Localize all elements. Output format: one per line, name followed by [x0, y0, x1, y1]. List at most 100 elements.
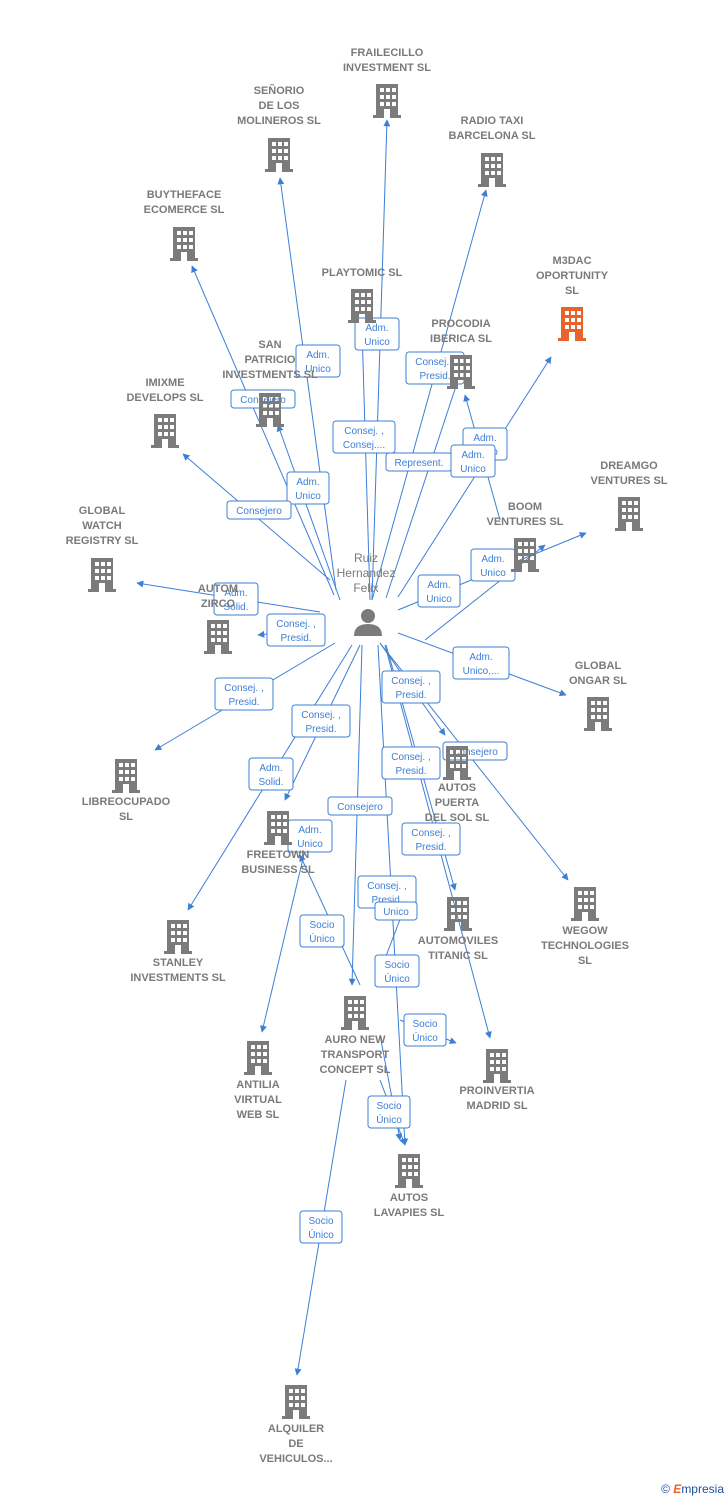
- company-node-playtomic[interactable]: PLAYTOMIC SL: [322, 267, 403, 323]
- edge-label-box: [226, 500, 292, 520]
- edge-label-e25[interactable]: Consej. , Presid.: [357, 875, 417, 909]
- edge-label-e9[interactable]: Adm.Unico: [450, 444, 496, 478]
- building-icon: [264, 811, 292, 845]
- edge-label-e7[interactable]: Represent.: [385, 452, 453, 472]
- edge-label-box: [266, 613, 326, 647]
- edge-label-e5[interactable]: Adm.Unico: [286, 471, 330, 505]
- edge-label-text: Consej. ,: [276, 619, 315, 630]
- building-icon: [88, 558, 116, 592]
- edge-label-e12[interactable]: Adm.Unico: [417, 574, 461, 608]
- edge-label-e11[interactable]: Adm.Unico: [470, 548, 516, 582]
- edge-label-e15[interactable]: Adm.Unico,...: [452, 646, 510, 680]
- edge-label-text: Socio: [376, 1101, 401, 1112]
- edge-label-e3[interactable]: Consej. ,Presid.: [405, 351, 465, 385]
- building-icon: [395, 1154, 423, 1188]
- company-label: BARCELONA SL: [449, 130, 536, 142]
- edge-label-e16[interactable]: Consej. ,Presid.: [214, 677, 274, 711]
- company-label: AUTOM: [198, 583, 238, 595]
- edge-label-e14[interactable]: Consej. ,Presid.: [266, 613, 326, 647]
- company-label: LIBREOCUPADO: [82, 796, 171, 808]
- company-label: PROCODIA: [431, 318, 490, 330]
- company-label: SL: [578, 955, 592, 967]
- edge-label-text: Solid.: [258, 777, 283, 788]
- edge-label-text: Solid.: [223, 602, 248, 613]
- edge-label-text: Presid.: [419, 371, 450, 382]
- edge-label-e10[interactable]: Consejero: [226, 500, 292, 520]
- edge-label-e2[interactable]: Adm.Unico: [295, 344, 341, 378]
- edge-label-e19[interactable]: Consejero: [442, 741, 508, 761]
- building-icon: [511, 538, 539, 572]
- edge-label-box: [213, 582, 259, 616]
- edge-label-box: [367, 1095, 411, 1129]
- company-label: OPORTUNITY: [536, 270, 609, 282]
- edge-label-text: Presid.: [371, 895, 402, 906]
- company-label: DE LOS: [259, 100, 300, 112]
- edge-label-e24[interactable]: Adm.Unico: [287, 819, 333, 853]
- edge-label-e20[interactable]: Adm. Solid.: [248, 757, 294, 791]
- edge-label-text: Unico: [460, 464, 486, 475]
- company-label: TRANSPORT: [321, 1049, 390, 1061]
- edge-label-text: Consejero: [337, 802, 383, 813]
- edge-label-text: Consej. ,: [367, 881, 406, 892]
- company-node-alquiler[interactable]: ALQUILERDEVEHICULOS...: [259, 1385, 333, 1465]
- company-label: STANLEY: [153, 957, 204, 969]
- edge-label-e23[interactable]: Consej. ,Presid.: [401, 822, 461, 856]
- edge-label-e21[interactable]: Consej. ,Presid.: [381, 746, 441, 780]
- edge-label-e18[interactable]: Consej. ,Presid.: [291, 704, 351, 738]
- company-label: PROINVERTIA: [459, 1085, 534, 1097]
- company-node-proinvertia[interactable]: PROINVERTIA MADRID SL: [459, 1049, 535, 1112]
- edge-label-e13[interactable]: Adm.Solid.: [213, 582, 259, 616]
- edge-label-e26[interactable]: Unico: [374, 901, 418, 921]
- edge-label-text: Consejero: [452, 747, 498, 758]
- company-label: AURO NEW: [324, 1034, 386, 1046]
- building-icon: [164, 920, 192, 954]
- edge-label-e6[interactable]: Consej. ,Consej....: [332, 420, 396, 454]
- edge-label-box: [291, 704, 351, 738]
- edge-label-box: [452, 646, 510, 680]
- building-icon: [571, 887, 599, 921]
- edge-label-e1[interactable]: Adm.Unico: [354, 317, 400, 351]
- relation-edge-3: [371, 189, 488, 601]
- edge-label-text: Consej....: [343, 440, 385, 451]
- company-label: MADRID SL: [466, 1100, 527, 1112]
- company-label: GLOBAL: [79, 505, 126, 517]
- edge-label-box: [417, 574, 461, 608]
- edge-label-e17[interactable]: Consej. ,Presid.: [381, 670, 441, 704]
- company-label: M3DAC: [552, 255, 591, 267]
- company-label: DEVELOPS SL: [126, 392, 203, 404]
- edge-label-text: Consej. ,: [391, 752, 430, 763]
- building-icon: [341, 996, 369, 1030]
- edge-label-e22[interactable]: Consejero: [327, 796, 393, 816]
- building-icon: [170, 227, 198, 261]
- edge-label-text: Adm.: [259, 763, 282, 774]
- edge-label-text: Unico,...: [463, 666, 500, 677]
